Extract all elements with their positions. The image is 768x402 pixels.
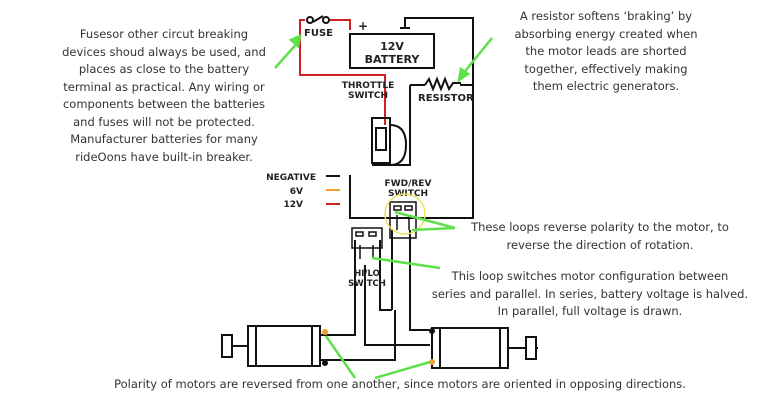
note-line: rideOons have built-in breaker. [75, 149, 253, 164]
note-line: absorbing energy created when [514, 26, 698, 41]
resistor-note: A resistor softens ‘braking’ by absorbin… [490, 8, 722, 96]
right-motor-icon [431, 327, 538, 369]
note-line: components between the batteries [62, 97, 266, 111]
legend-label-6v: 6V [290, 187, 303, 197]
battery-box [349, 33, 435, 69]
note-line: places as close to the battery [78, 62, 250, 76]
note-line: A resistor softens ‘braking’ by [519, 9, 693, 23]
battery-plus-label: + [358, 19, 368, 33]
left-motor-icon [221, 325, 321, 367]
resistor-label: RESISTOR [418, 93, 474, 104]
terminal-dot [429, 359, 435, 365]
arrow-icon [371, 256, 441, 270]
legend-label-12v: 12V [284, 200, 304, 210]
resistor-icon [424, 76, 461, 92]
note-line: This loop switches motor configuration b… [451, 269, 729, 283]
note-line: together, effectively making [524, 61, 688, 76]
hilo-note: This loop switches motor configuration b… [405, 268, 768, 321]
arrow-head-icon [457, 66, 471, 83]
hilo-switch-icon [351, 227, 383, 259]
hilo-label: HI/LO [354, 269, 380, 279]
note-line: devices shoud always be used, and [62, 44, 266, 59]
motors-note: Polarity of motors are reversed from one… [114, 377, 686, 391]
battery-label: BATTERY [365, 53, 421, 66]
fuse-label: FUSE [304, 28, 333, 39]
throttle-switch-icon [371, 117, 408, 166]
arrow-icon [324, 335, 431, 380]
note-line: series and parallel. In series, battery … [431, 286, 749, 301]
note-line: Fusesor other circut breaking [79, 27, 249, 41]
note-line: them electric generators. [532, 79, 680, 93]
terminal-dot [322, 329, 328, 335]
note-line: reverse the direction of rotation. [506, 237, 694, 252]
battery-voltage-label: 12V [380, 40, 404, 53]
note-line: These loops reverse polarity to the moto… [471, 220, 729, 234]
loops-note: These loops reverse polarity to the moto… [450, 219, 750, 254]
fwdrev-label: FWD/REV [385, 179, 432, 189]
note-line: Manufacturer batteries for many [70, 132, 258, 146]
legend-label-negative: NEGATIVE [266, 173, 316, 183]
fuse-note: Fusesor other circut breaking devices sh… [54, 26, 274, 166]
arrow-head-icon [288, 33, 302, 49]
note-line: and fuses will not be protected. [73, 114, 255, 129]
arrow-icon [461, 37, 493, 76]
note-line: In parallel, full voltage is drawn. [497, 304, 683, 318]
loop-highlight-circle [384, 193, 426, 235]
terminal-dot [322, 360, 328, 366]
terminal-dot [429, 328, 435, 334]
negative-wire [320, 17, 474, 361]
fwdrev-switch-icon [389, 201, 417, 239]
hilo-label-2: SWITCH [348, 279, 386, 289]
annotation-arrows [274, 33, 493, 380]
fuse-icon [306, 15, 330, 24]
arrow-icon [394, 210, 456, 232]
note-line: terminal as practical. Any wiring or [63, 79, 265, 94]
note-line: the motor leads are shorted [525, 44, 687, 58]
throttle-label-2: SWITCH [348, 91, 388, 101]
throttle-label: THROTTLE [342, 81, 395, 91]
